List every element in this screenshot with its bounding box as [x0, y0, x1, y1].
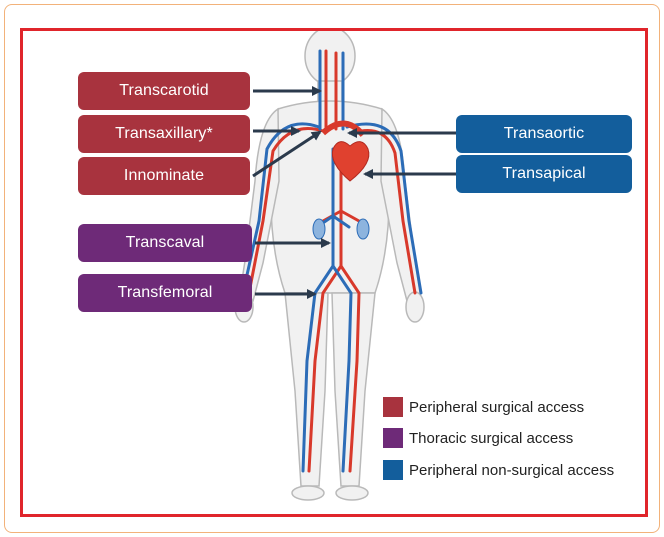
- legend-swatch-peripheral-surgical: [383, 397, 403, 417]
- legend-label-peripheral-non-surgical: Peripheral non-surgical access: [409, 462, 614, 479]
- legend-item-thoracic-surgical: Thoracic surgical access: [383, 428, 573, 448]
- transapical-label: Transapical: [456, 155, 632, 193]
- transfemoral-label: Transfemoral: [78, 274, 252, 312]
- legend-item-peripheral-non-surgical: Peripheral non-surgical access: [383, 460, 614, 480]
- transcarotid-label: Transcarotid: [78, 72, 250, 110]
- legend-label-thoracic-surgical: Thoracic surgical access: [409, 430, 573, 447]
- innominate-label: Innominate: [78, 157, 250, 195]
- left-kidney-icon: [313, 219, 325, 239]
- right-kidney-icon: [357, 219, 369, 239]
- transaortic-label: Transaortic: [456, 115, 632, 153]
- legend-swatch-thoracic-surgical: [383, 428, 403, 448]
- legend-label-peripheral-surgical: Peripheral surgical access: [409, 399, 584, 416]
- legend-item-peripheral-surgical: Peripheral surgical access: [383, 397, 584, 417]
- transaxillary-label: Transaxillary*: [78, 115, 250, 153]
- diagram-figure: Transcarotid Transaxillary* Innominate T…: [20, 28, 648, 517]
- legend-swatch-peripheral-non-surgical: [383, 460, 403, 480]
- transcaval-label: Transcaval: [78, 224, 252, 262]
